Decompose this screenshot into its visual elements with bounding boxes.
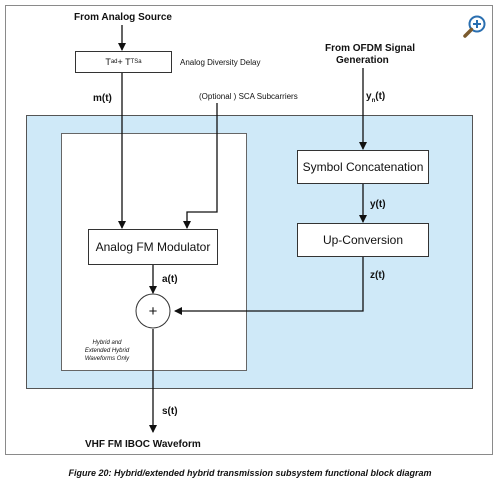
- delay-sub-1: ad: [110, 59, 118, 65]
- delay-term-1: T: [105, 57, 111, 67]
- z-signal-label: z(t): [370, 270, 385, 281]
- figure-caption: Figure 20: Hybrid/extended hybrid transm…: [68, 468, 432, 478]
- m-signal-label: m(t): [93, 93, 112, 104]
- delay-sub-2: TSa: [130, 59, 142, 65]
- up-conversion-block: Up-Conversion: [297, 223, 429, 257]
- summer-plus: +: [148, 303, 158, 320]
- y-signal-label: y(t): [370, 199, 386, 210]
- yn-signal-label: yn(t): [366, 91, 385, 104]
- summer-circle: [135, 293, 171, 329]
- delay-term-2: + T: [117, 57, 131, 67]
- note-line: Waveforms Only: [84, 356, 130, 362]
- delay-label: Analog Diversity Delay: [180, 58, 261, 67]
- ofdm-source-label-line2: Generation: [336, 55, 389, 66]
- output-label: VHF FM IBOC Waveform: [85, 439, 201, 450]
- analog-fm-modulator-block: Analog FM Modulator: [88, 229, 218, 265]
- sca-label: (Optional ) SCA Subcarriers: [199, 92, 298, 101]
- a-signal-label: a(t): [162, 274, 178, 285]
- note-line: Extended Hybrid: [84, 348, 130, 354]
- analog-source-label: From Analog Source: [74, 12, 172, 23]
- ofdm-source-label-line1: From OFDM Signal: [325, 43, 415, 54]
- zoom-in-icon[interactable]: [462, 14, 488, 40]
- z-signal-arrow: [174, 257, 364, 315]
- yn-main: y: [366, 91, 372, 102]
- sca-arrow: [183, 103, 218, 229]
- note-line: Hybrid and: [92, 340, 122, 346]
- symbol-concatenation-block: Symbol Concatenation: [297, 150, 429, 184]
- s-signal-label: s(t): [162, 406, 178, 417]
- yn-tail: (t): [375, 91, 386, 102]
- hybrid-note: Hybrid and Extended Hybrid Waveforms Onl…: [72, 339, 142, 363]
- yn-sub: n: [371, 98, 376, 104]
